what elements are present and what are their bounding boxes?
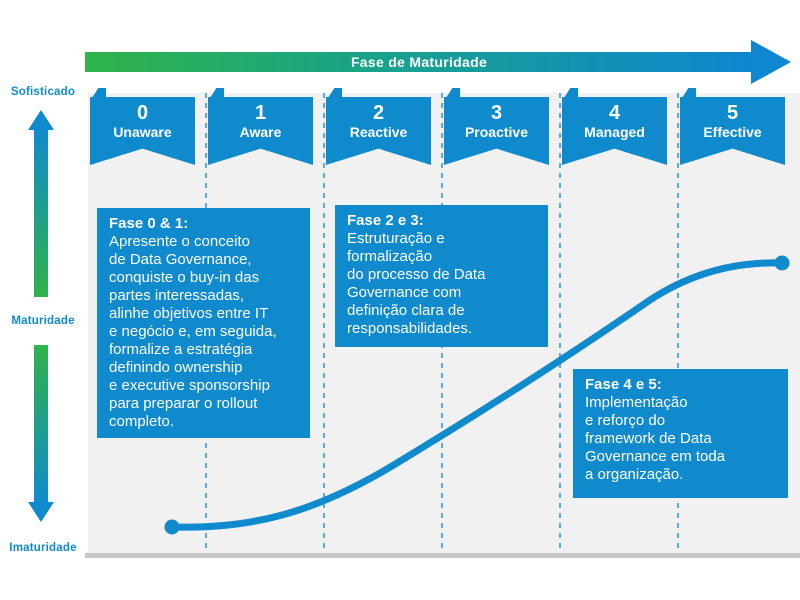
phase-number: 2 — [372, 102, 385, 124]
ribbon-fold-icon — [564, 88, 578, 98]
phase-banner-1: 1 Aware — [208, 88, 313, 165]
phase-label: Effective — [703, 124, 762, 140]
phase-label: Reactive — [349, 124, 408, 140]
callout-body: Estruturação e formalização do processo … — [347, 230, 486, 337]
callout-fase-0-1: Fase 0 & 1: Apresente o conceito de Data… — [97, 208, 310, 438]
maturity-phase-arrow — [85, 52, 753, 72]
callout-title: Fase 4 e 5: — [585, 376, 662, 393]
ribbon-banner: 3 Proactive — [444, 97, 549, 165]
phase-number: 0 — [136, 102, 149, 124]
phase-label: Unaware — [113, 124, 172, 140]
phase-banner-5: 5 Effective — [680, 88, 785, 165]
ribbon-banner: 0 Unaware — [90, 97, 195, 165]
phase-number: 4 — [608, 102, 621, 124]
callout-body: Implementação e reforço do framework de … — [585, 394, 726, 483]
ribbon-banner: 5 Effective — [680, 97, 785, 165]
phase-label: Managed — [584, 124, 645, 140]
phase-number: 3 — [490, 102, 503, 124]
phase-divider-line — [323, 93, 325, 553]
axis-label-maturidade: Maturidade — [11, 315, 75, 327]
maturity-axis-lower-arrow — [34, 345, 48, 503]
maturity-curve-path — [168, 259, 786, 531]
phase-banner-2: 2 Reactive — [326, 88, 431, 165]
ribbon-fold-icon — [682, 88, 696, 98]
phase-banner-0: 0 Unaware — [90, 88, 195, 165]
curve-start-dot — [164, 519, 180, 535]
ribbon-fold-icon — [328, 88, 342, 98]
ribbon-banner: 1 Aware — [208, 97, 313, 165]
baseline-bar — [85, 553, 800, 558]
phase-number: 1 — [254, 102, 267, 124]
axis-label-imaturidade: Imaturidade — [9, 542, 77, 554]
ribbon-banner: 2 Reactive — [326, 97, 431, 165]
phase-label: Proactive — [464, 124, 529, 140]
callout-fase-2-3: Fase 2 e 3: Estruturação e formalização … — [335, 205, 548, 347]
diagram-title: Fase de Maturidade — [350, 54, 488, 70]
ribbon-fold-icon — [92, 88, 106, 98]
callout-body: Apresente o conceito de Data Governance,… — [109, 233, 277, 430]
maturity-axis-upper-arrow — [34, 129, 48, 297]
phase-label: Aware — [239, 124, 282, 140]
ribbon-banner: 4 Managed — [562, 97, 667, 165]
phase-banner-3: 3 Proactive — [444, 88, 549, 165]
phase-banner-4: 4 Managed — [562, 88, 667, 165]
ribbon-fold-icon — [446, 88, 460, 98]
callout-fase-4-5: Fase 4 e 5: Implementação e reforço do f… — [573, 369, 788, 498]
axis-label-sofisticado: Sofisticado — [10, 86, 76, 98]
phase-divider-line — [677, 93, 679, 553]
callout-title: Fase 2 e 3: — [347, 212, 424, 229]
callout-title: Fase 0 & 1: — [109, 215, 189, 232]
phase-divider-line — [559, 93, 561, 553]
curve-end-dot — [774, 255, 790, 271]
phase-number: 5 — [726, 102, 739, 124]
ribbon-fold-icon — [210, 88, 224, 98]
